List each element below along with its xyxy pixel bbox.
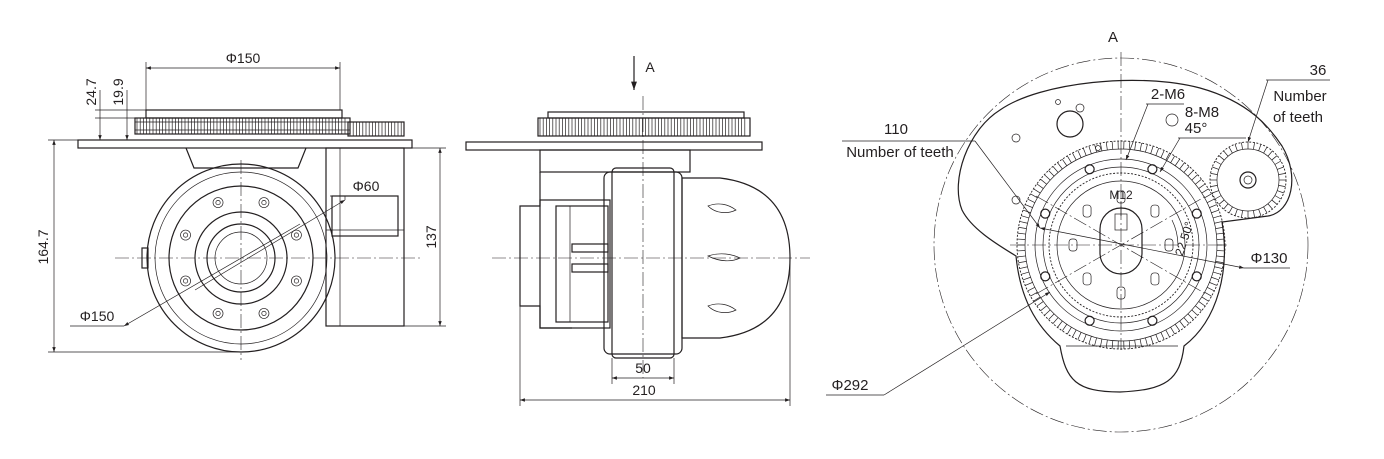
small-gear-teeth [349, 122, 402, 136]
teeth-large-label: Number of teeth [846, 144, 954, 161]
side-gear-teeth [539, 118, 746, 136]
side-gear [537, 117, 751, 137]
teeth-small-label-1: Number [1273, 88, 1326, 105]
label-dia-130: Φ130 [1251, 250, 1288, 267]
small-gear [1209, 141, 1287, 219]
side-view: A 50 210 [465, 56, 810, 406]
dim-210: 210 [632, 382, 656, 398]
small-gear-side [347, 121, 405, 137]
dim-19-9: 19.9 [110, 78, 126, 105]
side-plate [465, 141, 763, 151]
bracket [185, 147, 307, 169]
dim-dia-60: Φ60 [353, 178, 380, 194]
dim-50: 50 [635, 360, 651, 376]
top-view: A [826, 29, 1330, 433]
dim-137: 137 [423, 225, 439, 249]
mounting-plate [77, 139, 413, 149]
large-gear-teeth [136, 118, 346, 134]
label-m12: M12 [1109, 188, 1133, 202]
small-gear-shaft [1239, 171, 1257, 189]
label-dia-292: Φ292 [832, 377, 869, 394]
motor-housing [325, 147, 405, 327]
teeth-large-count: 110 [884, 121, 908, 138]
cable-hole [1056, 110, 1084, 138]
label-8-m8: 8-M8 [1185, 104, 1219, 121]
hub-bolts [180, 197, 302, 319]
dim-24-7: 24.7 [83, 78, 99, 105]
small-gear-teeth-top [1210, 142, 1286, 218]
teeth-small-label-2: of teeth [1273, 109, 1323, 126]
label-22-50-deg: 22.50° [1172, 220, 1196, 258]
label-45-deg: 45° [1185, 120, 1208, 137]
gear-cover [145, 109, 343, 119]
label-2-m6: 2-M6 [1151, 86, 1185, 103]
housing-outline [957, 79, 1293, 393]
gear-bolts [1040, 164, 1202, 326]
side-arrow-label: A [645, 59, 655, 75]
dim-dia-150-top: Φ150 [226, 50, 261, 66]
dim-164-7: 164.7 [35, 229, 51, 264]
front-view: Φ150 24.7 19.9 164.7 137 Φ60 Φ150 [35, 50, 446, 360]
teeth-small-count: 36 [1310, 62, 1327, 79]
top-view-label: A [1108, 29, 1118, 46]
dim-dia-150: Φ150 [80, 308, 115, 324]
